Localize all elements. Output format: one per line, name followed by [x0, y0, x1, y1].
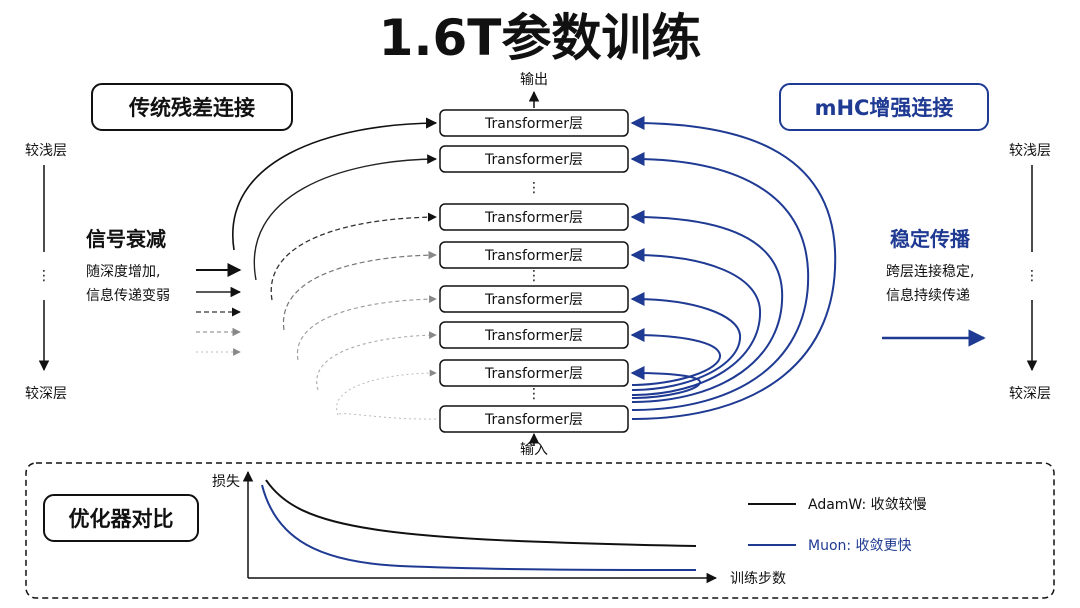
output-label: 输出	[520, 72, 548, 88]
mhc-arc-5	[630, 292, 742, 391]
input-label: 输入	[520, 442, 548, 458]
transformer-layer-label-8: Transformer层	[484, 412, 583, 428]
mhc-arc-7	[630, 366, 702, 399]
stable-propagation-desc-2: 信息持续传递	[886, 287, 970, 304]
transformer-layer-8	[439, 405, 629, 433]
left-deep-label: 较深层	[25, 386, 67, 402]
left-depth-ellipsis: ⋮	[37, 268, 51, 284]
stack-ellipsis-3: ⋮	[527, 386, 541, 402]
residual-arc-2	[253, 154, 437, 281]
adamw-curve	[265, 479, 697, 547]
signal-decay-desc-2: 信息传递变弱	[86, 287, 170, 304]
traditional-residual-label: 传统残差连接	[128, 96, 255, 120]
stable-propagation-heading: 稳定传播	[890, 227, 971, 251]
residual-arc-6	[316, 331, 437, 391]
mhc-label: mHC增强连接	[815, 96, 954, 120]
traditional-residual-box	[91, 83, 293, 131]
legend-adamw-label: AdamW: 收敛较慢	[808, 496, 927, 513]
residual-arc-8	[337, 413, 437, 420]
mhc-arc-2	[630, 152, 810, 411]
transformer-layer-4	[439, 241, 629, 269]
optimizer-label: 优化器对比	[69, 507, 174, 531]
transformer-layer-7	[439, 359, 629, 387]
stack-ellipsis-2: ⋮	[527, 268, 541, 284]
transformer-layer-label-6: Transformer层	[484, 328, 583, 344]
transformer-layer-1	[439, 109, 629, 137]
mhc-arc-4	[630, 248, 762, 396]
residual-arc-5	[297, 295, 437, 361]
transformer-layer-label-4: Transformer层	[484, 248, 583, 264]
stack-ellipsis-1: ⋮	[527, 180, 541, 196]
residual-arc-4	[282, 250, 437, 331]
optimizer-box	[43, 494, 199, 542]
transformer-layer-label-1: Transformer层	[484, 116, 583, 132]
stable-propagation-desc-1: 跨层连接稳定,	[886, 263, 974, 280]
transformer-layer-label-2: Transformer层	[484, 152, 583, 168]
loss-axis-label: 损失	[212, 474, 240, 490]
muon-curve	[261, 484, 697, 571]
legend-muon-label: Muon: 收敛更快	[808, 538, 912, 554]
steps-axis-label: 训练步数	[730, 571, 786, 587]
left-shallow-label: 较浅层	[25, 143, 67, 159]
optimizer-panel	[25, 462, 1055, 599]
transformer-layer-2	[439, 145, 629, 173]
signal-decay-desc-1: 随深度增加,	[86, 264, 160, 280]
right-shallow-label: 较浅层	[1009, 143, 1051, 159]
residual-arc-3	[270, 212, 437, 301]
transformer-layer-label-5: Transformer层	[484, 292, 583, 308]
mhc-arc-1	[630, 116, 837, 420]
transformer-stack: Transformer层 Transformer层 ⋮ Transformer层…	[439, 109, 629, 433]
transformer-layer-label-7: Transformer层	[484, 366, 583, 382]
signal-decay-heading: 信号衰减	[86, 227, 166, 251]
transformer-layer-5	[439, 285, 629, 313]
mhc-arc-6	[630, 328, 721, 386]
right-depth-ellipsis: ⋮	[1025, 268, 1039, 284]
transformer-layer-3	[439, 203, 629, 231]
mhc-arcs	[630, 116, 837, 420]
transformer-layer-6	[439, 321, 629, 349]
residual-arc-7	[336, 369, 437, 416]
right-deep-label: 较深层	[1009, 386, 1051, 402]
page-title: 1.6T参数训练	[379, 9, 702, 67]
residual-arc-1	[231, 117, 438, 251]
mhc-box	[779, 83, 989, 131]
traditional-residual-arcs	[231, 117, 438, 420]
mhc-arc-3	[630, 210, 784, 403]
transformer-layer-label-3: Transformer层	[484, 210, 583, 226]
